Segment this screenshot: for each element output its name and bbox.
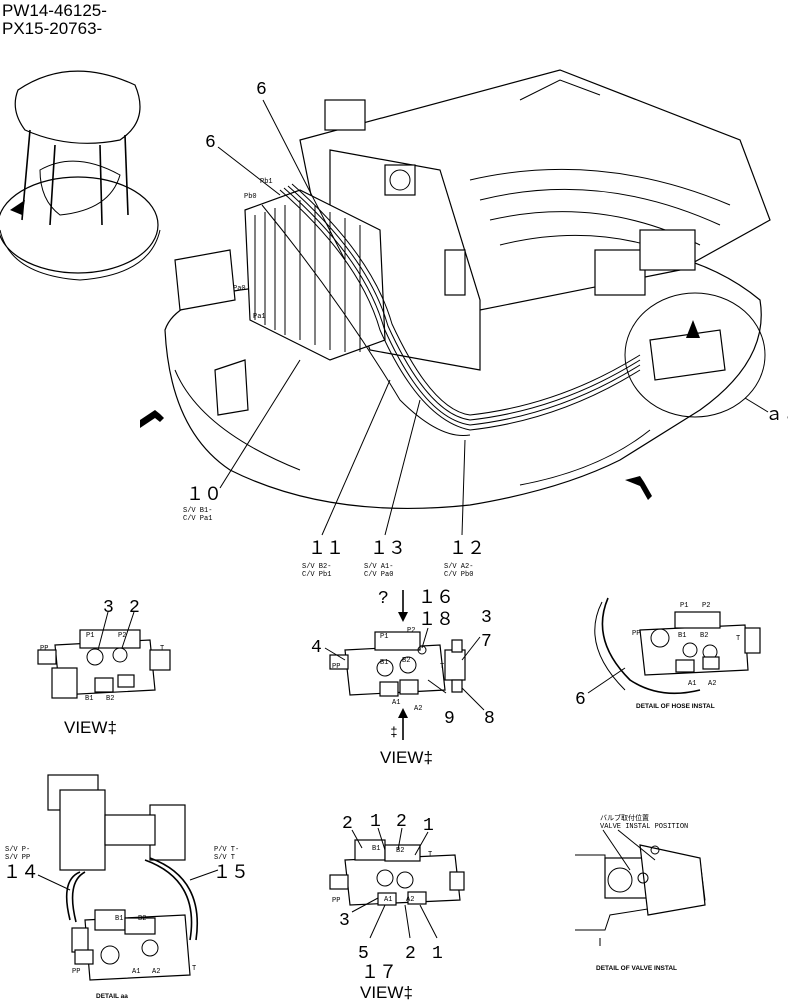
callout-11: １１ — [308, 540, 344, 560]
detail-aa-drawing — [37, 774, 219, 981]
callout-6-top: 6 — [256, 80, 267, 100]
main-assembly — [140, 69, 771, 536]
view2-callout-question: ? — [378, 589, 389, 609]
view2-port-p1: P1 — [380, 633, 388, 641]
part-range-2: PX15-20763- — [2, 19, 103, 38]
view2-port-b1: B1 — [380, 659, 388, 667]
view3-port-a1: A1 — [384, 896, 392, 904]
callout-10: １０ — [186, 486, 222, 506]
view2-callout-3: 3 — [481, 608, 492, 628]
view3-callout-2-top-left: 2 — [342, 814, 353, 834]
detail-aa-port-a2: A2 — [152, 968, 160, 976]
view1-callout-3: 3 — [103, 598, 114, 618]
detail-aa-caption: DETAIL aa — [96, 993, 128, 1000]
detail-hose-port-t: T — [736, 635, 740, 643]
view2-callout-dagger: ‡ — [390, 725, 398, 740]
view2-callout-18: １８ — [418, 611, 454, 631]
callout-11-sub-1: S/V B2- — [302, 563, 331, 571]
port-label-pb0: Pb0 — [244, 193, 257, 201]
detail-aa-sub-left-2: S/V PP — [5, 854, 30, 862]
detail-valve-caption: DETAIL OF VALVE INSTAL — [596, 965, 677, 972]
view2-callout-7: 7 — [481, 632, 492, 652]
view2-port-a1: A1 — [392, 699, 400, 707]
detail-aa-callout-14: １４ — [3, 864, 39, 884]
detail-valve-drawing — [575, 829, 706, 946]
detail-hose-port-b2: B2 — [700, 632, 708, 640]
detail-valve-position-jp: バルブ取付位置 — [600, 813, 649, 823]
view3-callout-1-top: 1 — [370, 812, 381, 832]
view3-port-b2: B2 — [396, 847, 404, 855]
view2-port-t: T — [440, 663, 444, 671]
view2-port-p2: P2 — [407, 627, 415, 635]
detail-hose-caption: DETAIL OF HOSE INSTAL — [636, 703, 715, 710]
view3-callout-1-bottom: 1 — [432, 944, 443, 964]
detail-aa-sub-right-1: P/V T- — [214, 846, 239, 854]
detail-valve-position-en: VALVE INSTAL POSITION — [600, 823, 688, 831]
callout-10-sub-2: C/V Pa1 — [183, 515, 212, 523]
detail-hose-drawing — [587, 597, 761, 695]
callout-12-sub-1: S/V A2- — [444, 563, 473, 571]
callout-10-sub-1: S/V B1- — [183, 507, 212, 515]
view3-callout-2-top: 2 — [396, 812, 407, 832]
machine-thumbnail — [0, 70, 161, 281]
view3-callout-3: 3 — [339, 911, 350, 931]
view1-port-b1: B1 — [85, 695, 93, 703]
port-label-pa0: Pa0 — [233, 285, 246, 293]
view3-callout-17: １７ — [361, 964, 397, 984]
detail-hose-port-a2: A2 — [708, 680, 716, 688]
detail-aa-port-b1: B1 — [115, 915, 123, 923]
detail-aa-callout-15: １５ — [213, 864, 249, 884]
detail-aa-port-pp: PP — [72, 968, 80, 976]
callout-13-sub-2: C/V Pa0 — [364, 571, 393, 579]
view3-port-t: T — [428, 851, 432, 859]
detail-aa-sub-right-2: S/V T — [214, 854, 235, 862]
callout-aa: ａａ — [765, 406, 788, 426]
view1-port-pp: PP — [40, 645, 48, 653]
detail-aa-sub-left-1: S/V P- — [5, 846, 30, 854]
part-range-1: PW14-46125- — [2, 1, 107, 20]
detail-aa-port-b2: B2 — [138, 915, 146, 923]
view1-label: VIEW‡ — [64, 718, 117, 737]
view3-callout-5: 5 — [358, 944, 369, 964]
callout-12-sub-2: C/V Pb0 — [444, 571, 473, 579]
port-label-pb1: Pb1 — [260, 178, 273, 186]
detail-hose-port-a1: A1 — [688, 680, 696, 688]
view3-port-a2: A2 — [406, 896, 414, 904]
view1-port-t: T — [160, 645, 164, 653]
callout-11-sub-2: C/V Pb1 — [302, 571, 331, 579]
view3-callout-2-bottom: 2 — [405, 944, 416, 964]
callout-13-sub-1: S/V A1- — [364, 563, 393, 571]
view3-port-pp: PP — [332, 897, 340, 905]
detail-aa-port-t: T — [192, 965, 196, 973]
callout-6-left: 6 — [205, 133, 216, 153]
callout-12: １２ — [449, 540, 485, 560]
view1-callout-2: 2 — [129, 598, 140, 618]
port-label-pa1: Pa1 — [253, 313, 266, 321]
view3-valve — [329, 827, 465, 939]
view3-port-b1: B1 — [372, 845, 380, 853]
view3-label: VIEW‡ — [360, 983, 413, 1000]
view1-port-p2: P2 — [118, 632, 126, 640]
view2-label: VIEW‡ — [380, 748, 433, 767]
detail-hose-port-b1: B1 — [678, 632, 686, 640]
detail-hose-callout-6: 6 — [575, 690, 586, 710]
detail-hose-port-p1: P1 — [680, 602, 688, 610]
callout-13: １３ — [370, 540, 406, 560]
view2-port-b2: B2 — [402, 657, 410, 665]
detail-hose-port-p2: P2 — [702, 602, 710, 610]
view2-callout-16: １６ — [418, 589, 454, 609]
detail-aa-port-a1: A1 — [132, 968, 140, 976]
view2-valve — [324, 590, 485, 740]
view2-port-pp: PP — [332, 663, 340, 671]
view2-callout-4: 4 — [311, 638, 322, 658]
detail-hose-port-pp: PP — [632, 630, 640, 638]
view1-valve — [37, 611, 171, 699]
view1-port-p1: P1 — [86, 632, 94, 640]
view3-callout-1-top-right: 1 — [423, 816, 434, 836]
view2-callout-8: 8 — [484, 709, 495, 729]
view2-callout-9: 9 — [444, 709, 455, 729]
view2-port-a2: A2 — [414, 705, 422, 713]
view1-port-b2: B2 — [106, 695, 114, 703]
